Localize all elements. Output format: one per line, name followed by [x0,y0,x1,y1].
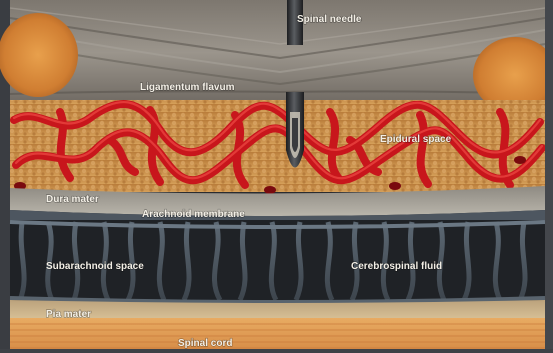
label-arachnoid-membrane: Arachnoid membrane [142,209,245,220]
label-spinal-cord: Spinal cord [178,338,232,349]
label-cerebrospinal-fluid: Cerebrospinal fluid [351,261,442,272]
epidural-space-layer [10,100,545,194]
spinal-cord-layer [10,318,545,353]
ligamentum-flavum-layer [10,0,545,105]
label-subarachnoid-space: Subarachnoid space [46,261,144,272]
label-spinal-needle: Spinal needle [297,14,362,25]
label-epidural-space: Epidural space [380,134,452,145]
vertebra-left [0,13,78,97]
right-frame-border [545,0,553,353]
label-dura-mater: Dura mater [46,194,99,205]
label-pia-mater: Pia mater [46,309,91,320]
bottom-frame-border [0,349,553,353]
label-ligamentum-flavum: Ligamentum flavum [140,82,235,93]
